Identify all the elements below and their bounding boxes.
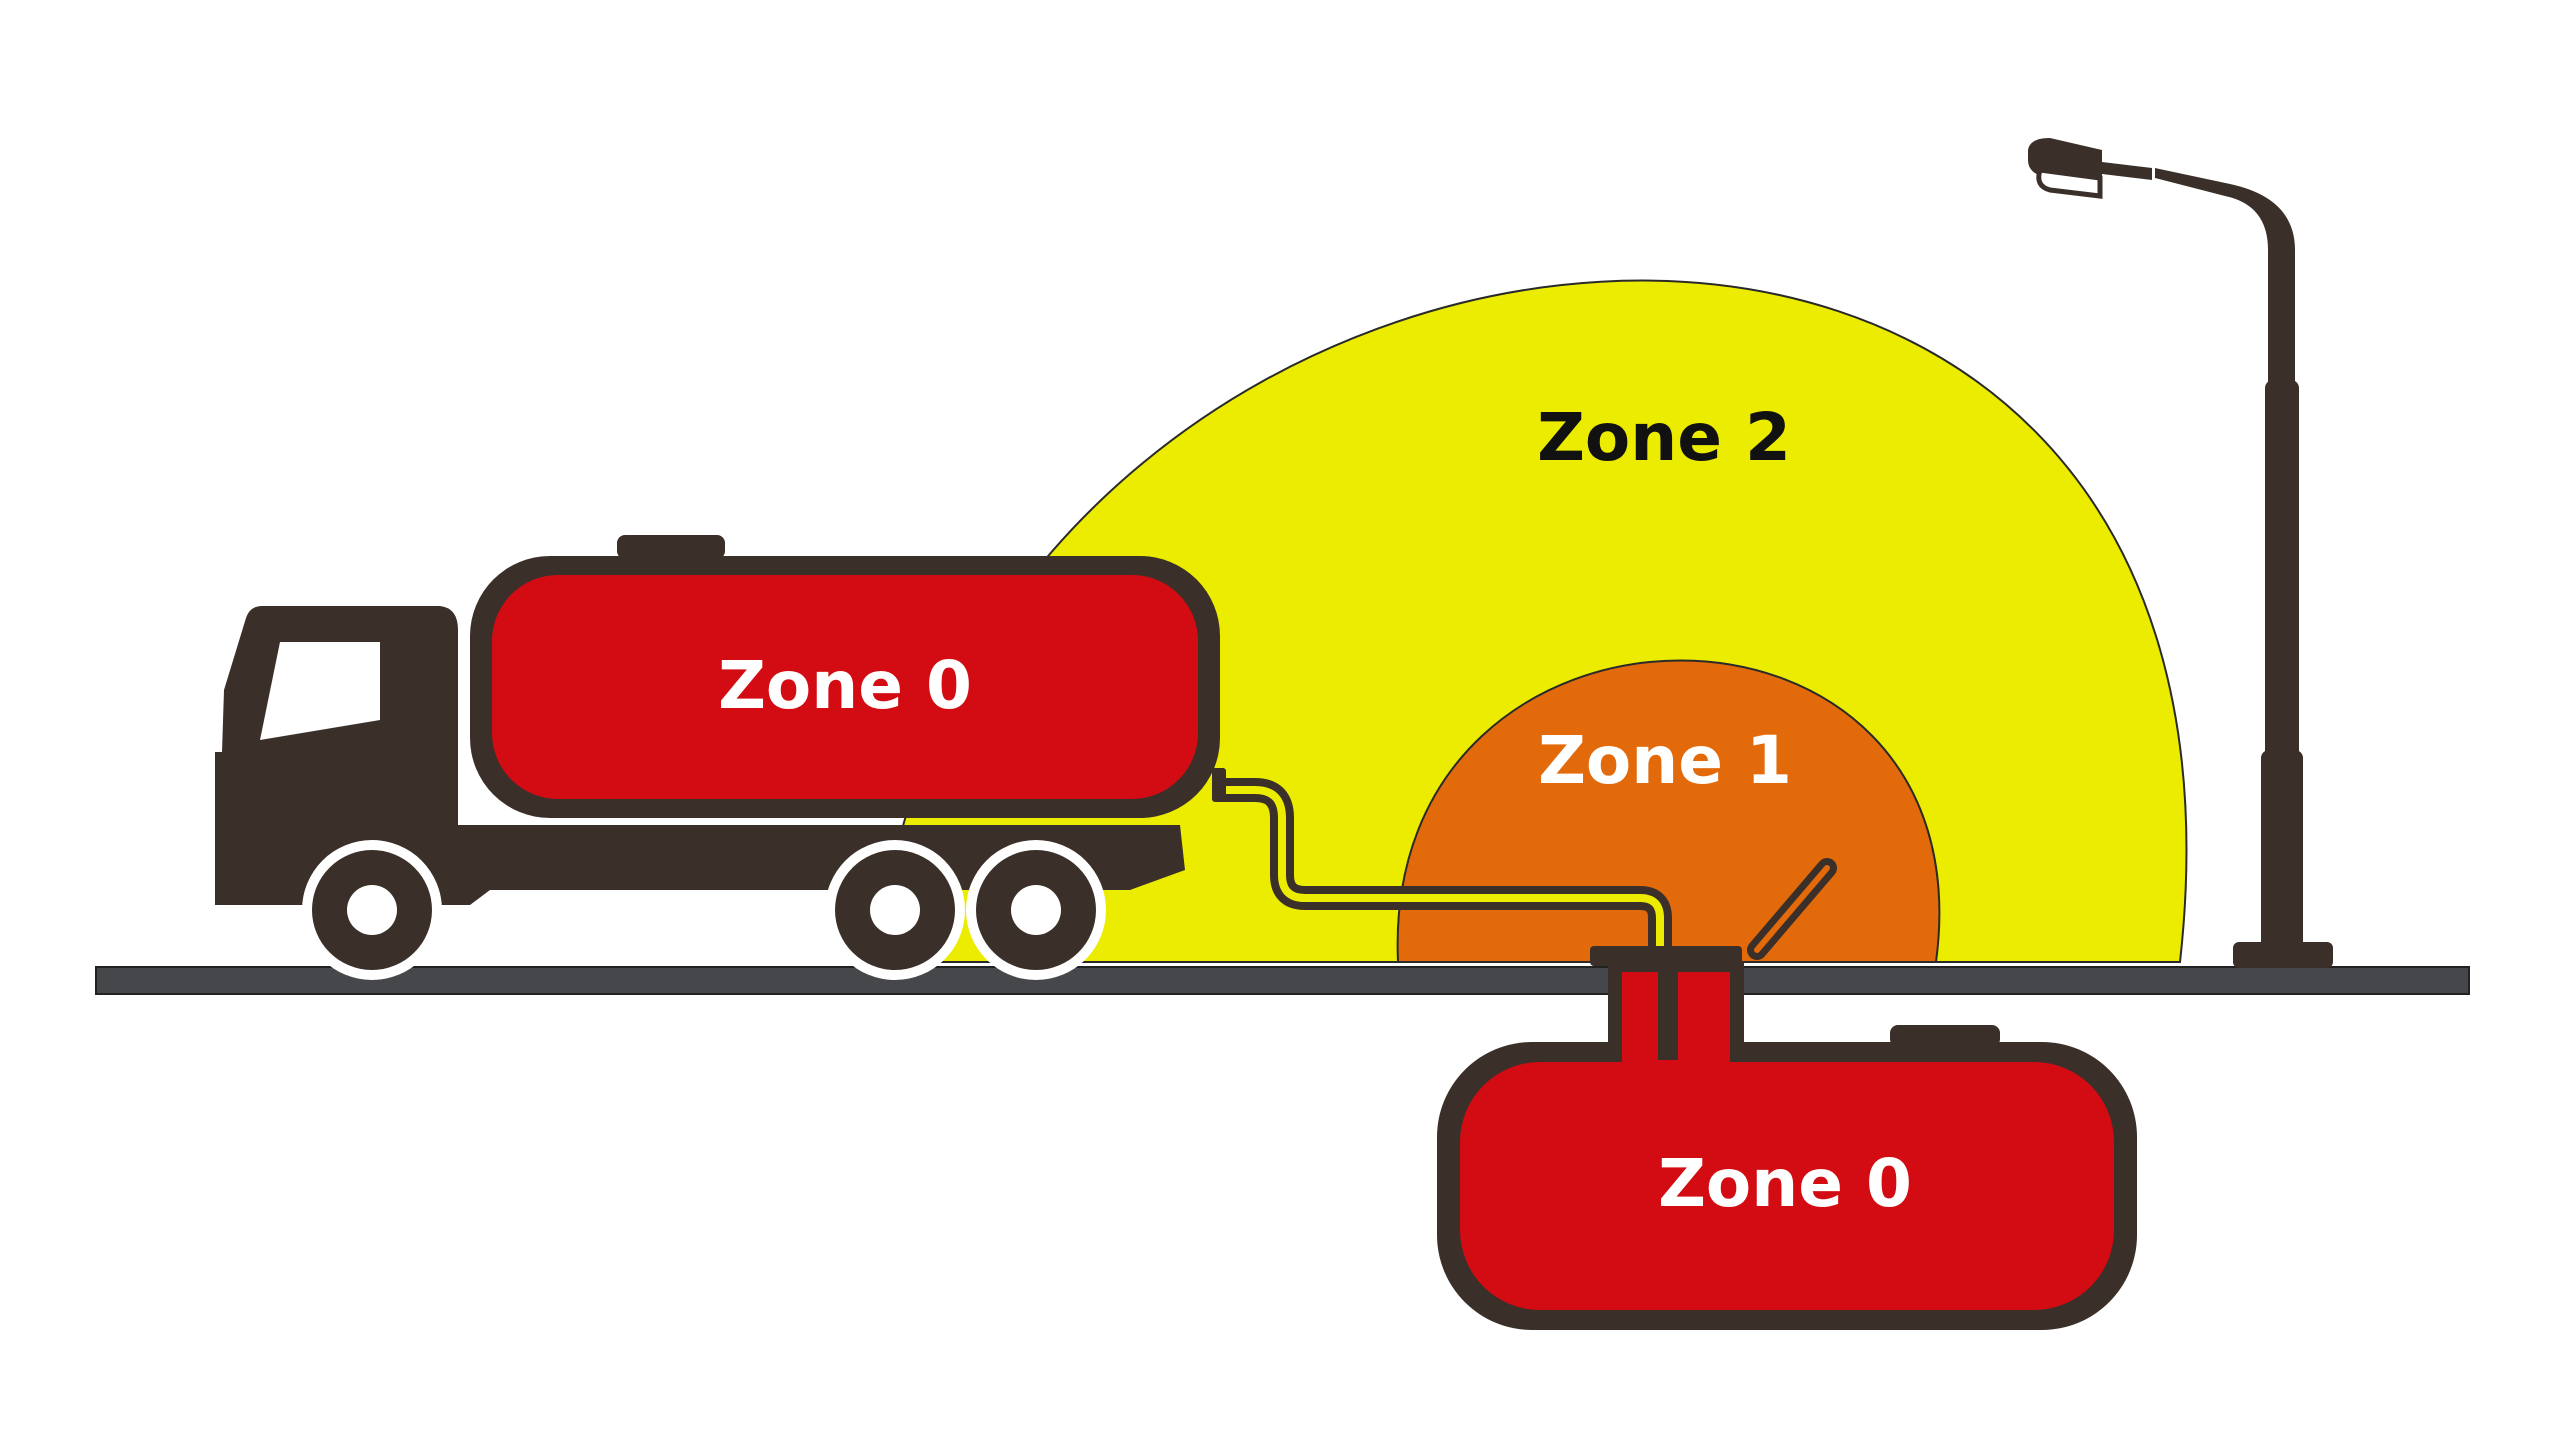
tanker-outlet-valve (1212, 768, 1226, 802)
truck-wheel-rear-1 (835, 850, 955, 970)
tanker-truck-icon (215, 535, 1226, 980)
tanker-hatch (617, 535, 725, 559)
truck-wheel-front (312, 850, 432, 970)
underground-tank-inner (1460, 1062, 2114, 1310)
ground-line (95, 966, 2470, 995)
tank-lid (1590, 946, 1742, 966)
fill-hose-icon (1215, 778, 1672, 962)
vent-pipe-icon (1747, 858, 1837, 960)
zone-1-label: Zone 1 (1538, 722, 1792, 799)
truck-wheel-rear-2 (976, 850, 1096, 970)
fill-pipe-stub (1658, 962, 1678, 1057)
tanker-tank-inner (492, 575, 1198, 799)
underground-tank-icon (1437, 946, 2137, 1330)
underground-tank-zone-0-label: Zone 0 (1658, 1145, 1912, 1222)
truck-window (260, 642, 380, 740)
zone-2-label: Zone 2 (1537, 399, 1791, 476)
tank-manhole (1890, 1025, 2000, 1047)
street-lamp-icon (2028, 138, 2333, 968)
tanker-zone-0-label: Zone 0 (718, 647, 972, 724)
